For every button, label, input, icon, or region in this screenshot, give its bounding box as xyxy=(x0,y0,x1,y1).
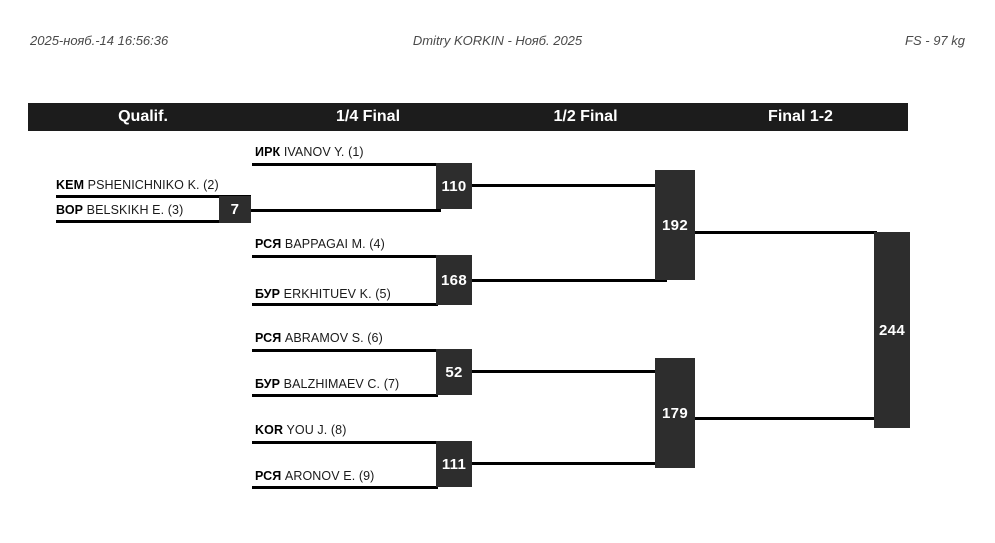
bracket-connector xyxy=(695,417,877,420)
bracket-connector xyxy=(472,184,667,187)
athlete-name: IVANOV Y. xyxy=(283,145,345,159)
seed-number: (9) xyxy=(358,469,375,483)
bracket-line xyxy=(252,394,438,397)
seed-number: (5) xyxy=(375,287,391,301)
bracket-line xyxy=(252,486,438,489)
bracket-line xyxy=(56,220,251,223)
weight-category-label: FS - 97 kg xyxy=(905,33,965,48)
bracket-line xyxy=(252,255,438,258)
wrestler-name: РСЯ ARONOV E. (9) xyxy=(255,469,374,483)
round-label-semi: 1/2 Final xyxy=(553,108,618,125)
bracket-connector xyxy=(472,462,667,465)
athlete-name: BALZHIMAEV C. xyxy=(283,377,381,391)
round-label-final: Final 1-2 xyxy=(768,108,833,125)
athlete-name: PSHENICHNIKO K. xyxy=(87,178,200,192)
athlete-name: BELSKIKH E. xyxy=(86,203,165,217)
match-number-box[interactable]: 52 xyxy=(436,349,472,395)
bracket-connector xyxy=(695,231,877,234)
timestamp-label: 2025-нояб.-14 16:56:36 xyxy=(30,33,169,48)
match-number-box[interactable]: 110 xyxy=(436,163,472,209)
match-number-box[interactable]: 179 xyxy=(655,358,695,468)
region-code: БУР xyxy=(255,377,281,391)
region-code: РСЯ xyxy=(255,331,282,345)
bracket-connector xyxy=(251,209,441,212)
round-label-qualif: Qualif. xyxy=(118,108,168,125)
round-header-bar: Qualif. 1/4 Final 1/2 Final Final 1-2 xyxy=(28,103,908,131)
wrestler-name: РСЯ BAPPAGAI M. (4) xyxy=(255,237,385,251)
wrestler-name: БУР BALZHIMAEV C. (7) xyxy=(255,377,399,391)
bracket-line xyxy=(252,349,438,352)
wrestler-name: KOR YOU J. (8) xyxy=(255,423,346,437)
bracket-line xyxy=(252,303,438,306)
seed-number: (6) xyxy=(367,331,383,345)
bracket-line xyxy=(56,195,251,198)
wrestler-name: KEM PSHENICHNIKO K. (2) xyxy=(56,178,219,192)
match-number-box[interactable]: 111 xyxy=(436,441,472,487)
region-code: ИРК xyxy=(255,145,281,159)
wrestler-name: РСЯ ABRAMOV S. (6) xyxy=(255,331,383,345)
athlete-name: BAPPAGAI M. xyxy=(284,237,366,251)
seed-number: (2) xyxy=(203,178,219,192)
athlete-name: ABRAMOV S. xyxy=(284,331,364,345)
seed-number: (4) xyxy=(369,237,385,251)
athlete-name: ARONOV E. xyxy=(284,469,356,483)
match-number-box[interactable]: 7 xyxy=(219,196,251,223)
region-code: РСЯ xyxy=(255,237,282,251)
bracket-line xyxy=(252,441,438,444)
seed-number: (8) xyxy=(330,423,347,437)
round-label-quarter: 1/4 Final xyxy=(335,108,401,125)
region-code: KOR xyxy=(255,423,284,437)
region-code: KEM xyxy=(56,178,85,192)
seed-number: (3) xyxy=(167,203,184,217)
event-title: Dmitry KORKIN - Нояб. 2025 xyxy=(412,33,583,48)
match-number-box[interactable]: 168 xyxy=(436,255,472,305)
athlete-name: YOU J. xyxy=(286,423,328,437)
athlete-name: ERKHITUEV K. xyxy=(283,287,372,301)
wrestler-name: ВОР BELSKIKH E. (3) xyxy=(56,203,183,217)
bracket-line xyxy=(252,163,438,166)
match-number-box[interactable]: 192 xyxy=(655,170,695,280)
match-number-box[interactable]: 244 xyxy=(874,232,910,428)
wrestler-name: ИРК IVANOV Y. (1) xyxy=(255,145,364,159)
region-code: РСЯ xyxy=(255,469,282,483)
region-code: БУР xyxy=(255,287,281,301)
bracket-connector xyxy=(472,279,667,282)
bracket-connector xyxy=(472,370,667,373)
wrestler-name: БУР ERKHITUEV K. (5) xyxy=(255,287,391,301)
seed-number: (1) xyxy=(348,145,364,159)
region-code: ВОР xyxy=(56,203,84,217)
seed-number: (7) xyxy=(383,377,400,391)
